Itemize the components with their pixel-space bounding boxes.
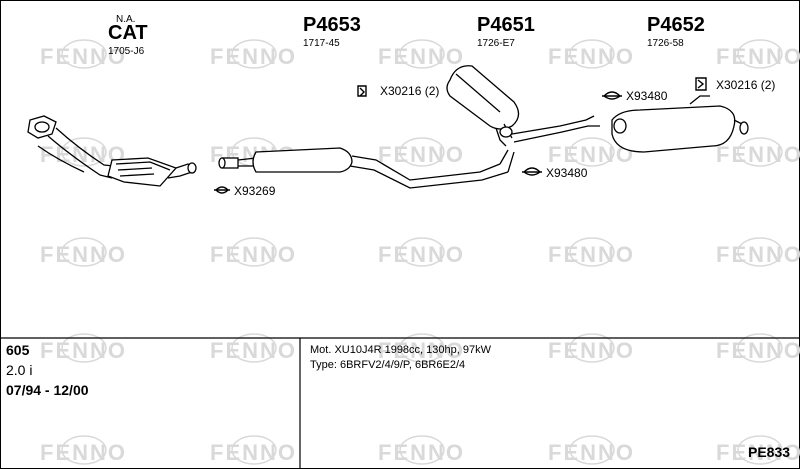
watermark-text: FENNO	[210, 338, 297, 363]
watermark-swirl	[399, 137, 445, 167]
watermark-text: FENNO	[548, 338, 635, 363]
part-number-p4653[interactable]: P4653	[303, 14, 361, 36]
watermark-swirl	[61, 435, 107, 465]
watermark-text: FENNO	[210, 44, 297, 69]
watermark-text: FENNO	[40, 242, 127, 267]
watermark-swirl	[737, 435, 783, 465]
watermark-text: FENNO	[378, 440, 465, 465]
clamp-label-x30216-rear[interactable]: X30216 (2)	[716, 78, 776, 92]
vehicle-engine: 2.0 i	[6, 362, 33, 378]
part-number-cat[interactable]: CAT	[108, 22, 148, 44]
watermark-text: FENNO	[210, 242, 297, 267]
cat-note-label: N.A.	[116, 14, 136, 25]
watermark-swirl	[569, 435, 615, 465]
watermark-text: FENNO	[378, 338, 465, 363]
clamp-label-x93480-lower[interactable]: X93480	[546, 166, 588, 180]
part-code-p4652: 1726-58	[647, 38, 684, 49]
part-number-p4652[interactable]: P4652	[647, 14, 705, 36]
middle-silencer-drawing[interactable]	[446, 65, 600, 147]
watermark-text: FENNO	[378, 44, 465, 69]
clamp-icon	[695, 77, 707, 91]
watermark-text: FENNO	[716, 338, 800, 363]
watermark-swirl	[737, 137, 783, 167]
watermark-swirl	[569, 333, 615, 363]
vehicle-years: 07/94 - 12/00	[6, 382, 89, 398]
watermark-text: FENNO	[40, 338, 127, 363]
clamp-label-x93480-upper[interactable]: X93480	[626, 89, 668, 103]
clamp-label-x93269[interactable]: X93269	[234, 184, 276, 198]
part-code-p4653: 1717-45	[303, 38, 340, 49]
motor-info-line2: Type: 6BRFV2/4/9/P, 6BR6E2/4	[310, 359, 466, 371]
watermark-swirl	[399, 39, 445, 69]
watermark-text: FENNO	[548, 440, 635, 465]
watermark-text: FENNO	[716, 44, 800, 69]
watermark-text: FENNO	[40, 440, 127, 465]
watermark-swirl	[231, 39, 277, 69]
clamp-icon	[602, 91, 622, 100]
watermark-text: FENNO	[716, 142, 800, 167]
watermark-swirl	[231, 237, 277, 267]
watermark-swirl	[61, 333, 107, 363]
clamp-icon	[357, 85, 367, 97]
front-pipe-drawing[interactable]	[218, 147, 515, 189]
watermark-text: FENNO	[716, 440, 800, 465]
part-code-cat: 1705-J6	[108, 46, 145, 57]
watermark-swirl	[737, 237, 783, 267]
watermark-layer: FENNO FENNO FENNO FENNO FENNO FENNO FENNO FENNO…	[40, 39, 800, 465]
watermark-swirl	[399, 333, 445, 363]
diagram-code: PE833	[748, 444, 791, 460]
watermark-text: FENNO	[378, 142, 465, 167]
watermark-text: FENNO	[378, 242, 465, 267]
clamp-icon	[214, 186, 230, 194]
watermark-swirl	[61, 137, 107, 167]
watermark-swirl	[61, 237, 107, 267]
rear-silencer-drawing[interactable]	[611, 95, 749, 153]
watermark-swirl	[569, 39, 615, 69]
part-code-p4651: 1726-E7	[477, 38, 515, 49]
watermark-text: FENNO	[40, 44, 127, 69]
watermark-text: FENNO	[548, 242, 635, 267]
clamp-icon	[522, 167, 542, 176]
watermark-swirl	[399, 435, 445, 465]
watermark-swirl	[569, 137, 615, 167]
watermark-text: FENNO	[210, 440, 297, 465]
vehicle-model: 605	[6, 342, 30, 358]
watermark-swirl	[231, 333, 277, 363]
watermark-swirl	[231, 435, 277, 465]
watermark-swirl	[399, 237, 445, 267]
watermark-swirl	[569, 237, 615, 267]
motor-info-line1: Mot. XU10J4R 1998cc, 130hp, 97kW	[310, 344, 491, 356]
catalytic-converter-drawing[interactable]	[27, 115, 197, 187]
watermark-swirl	[737, 333, 783, 363]
watermark-swirl	[737, 39, 783, 69]
clamp-label-x30216-front[interactable]: X30216 (2)	[380, 84, 440, 98]
watermark-text: FENNO	[548, 44, 635, 69]
watermark-text: FENNO	[716, 242, 800, 267]
watermark-swirl	[61, 39, 107, 69]
part-number-p4651[interactable]: P4651	[477, 14, 535, 36]
